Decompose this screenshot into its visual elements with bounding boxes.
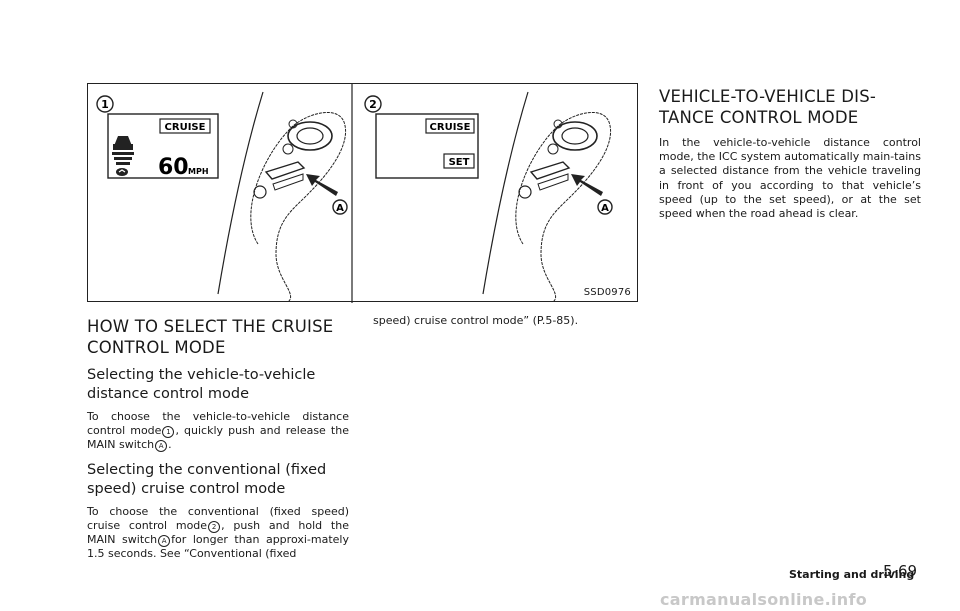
panel1-number: 1 bbox=[101, 98, 109, 111]
marker-1: 1 bbox=[162, 426, 175, 439]
figure-caption: SSD0976 bbox=[583, 287, 631, 298]
panel2-callout: A bbox=[601, 203, 609, 214]
panel2-number: 2 bbox=[369, 98, 377, 111]
subheading-conventional-mode: Selecting the conventional (fixed speed)… bbox=[87, 461, 327, 497]
right-column: VEHICLE-TO-VEHICLE DIS-TANCE CONTROL MOD… bbox=[659, 86, 921, 221]
subheading-distance-mode: Selecting the vehicle-to-vehicle distanc… bbox=[87, 367, 316, 402]
paragraph-conventional-mode: To choose the conventional (fixed speed)… bbox=[87, 504, 349, 561]
marker-a: A bbox=[158, 535, 171, 548]
footer-section-label: Starting and driving bbox=[789, 568, 915, 581]
marker-a: A bbox=[155, 440, 168, 453]
panel2-set-label: SET bbox=[449, 157, 470, 168]
watermark-text: carmanualsonline.info bbox=[660, 590, 868, 609]
section-heading-distance-control: VEHICLE-TO-VEHICLE DIS-TANCE CONTROL MOD… bbox=[659, 87, 877, 127]
footer-page-number: 5-69 bbox=[883, 562, 918, 580]
paragraph-distance-mode: To choose the vehicle-to-vehicle distanc… bbox=[87, 410, 349, 453]
panel1-unit: MPH bbox=[188, 167, 209, 176]
panel2-display bbox=[375, 113, 479, 179]
panel2-cruise-label: CRUISE bbox=[430, 122, 471, 133]
panel1-cruise-label: CRUISE bbox=[165, 122, 206, 133]
panel1-display bbox=[107, 113, 219, 179]
panel1-arrow bbox=[306, 174, 338, 196]
car-ahead-icon bbox=[112, 136, 134, 176]
marker-2: 2 bbox=[208, 520, 221, 533]
paragraph-distance-control: In the vehicle-to-vehicle distance contr… bbox=[659, 136, 921, 221]
left-column: HOW TO SELECT THE CRUISE CONTROL MODE Se… bbox=[87, 316, 349, 561]
panel2-number-badge bbox=[364, 95, 382, 113]
panel2-arrow bbox=[571, 174, 603, 196]
panel1-number-badge bbox=[96, 95, 114, 113]
panel1-callout: A bbox=[336, 203, 344, 214]
panel1-speed: 60 bbox=[158, 155, 189, 180]
paragraph-continued: speed) cruise control mode” (P.5-85). bbox=[373, 314, 579, 327]
illustration-figure: 1 CRUISE 60 MPH A 2 bbox=[87, 83, 638, 303]
section-heading-select-mode: HOW TO SELECT THE CRUISE CONTROL MODE bbox=[87, 317, 334, 357]
middle-column: speed) cruise control mode” (P.5-85). bbox=[373, 314, 635, 328]
steering-switch-illustration: 1 CRUISE 60 MPH A 2 bbox=[96, 84, 613, 303]
